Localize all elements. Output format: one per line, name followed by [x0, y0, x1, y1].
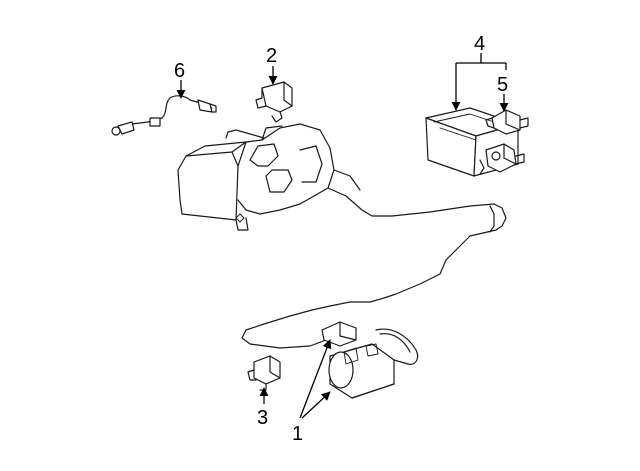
- engine-outline: [177, 123, 507, 349]
- callout-2: 2: [266, 45, 277, 67]
- part-5-valve: [485, 109, 529, 135]
- bracket-4: [456, 53, 506, 64]
- leader-lines: [176, 53, 509, 419]
- part-6-oxygen-sensor: [111, 95, 217, 136]
- callout-4: 4: [474, 33, 485, 55]
- arrow-1b: [301, 391, 331, 419]
- callout-6: 6: [174, 60, 185, 82]
- callout-3: 3: [257, 407, 268, 429]
- arrow-1a: [299, 339, 332, 419]
- part-2-switch: [255, 81, 293, 123]
- callout-labels: 6 2 4 5 3 1: [174, 33, 508, 445]
- part-1-canister-assembly: [321, 321, 419, 399]
- callout-5: 5: [497, 74, 508, 96]
- callout-1: 1: [292, 423, 303, 445]
- part-3-sensor: [247, 355, 281, 391]
